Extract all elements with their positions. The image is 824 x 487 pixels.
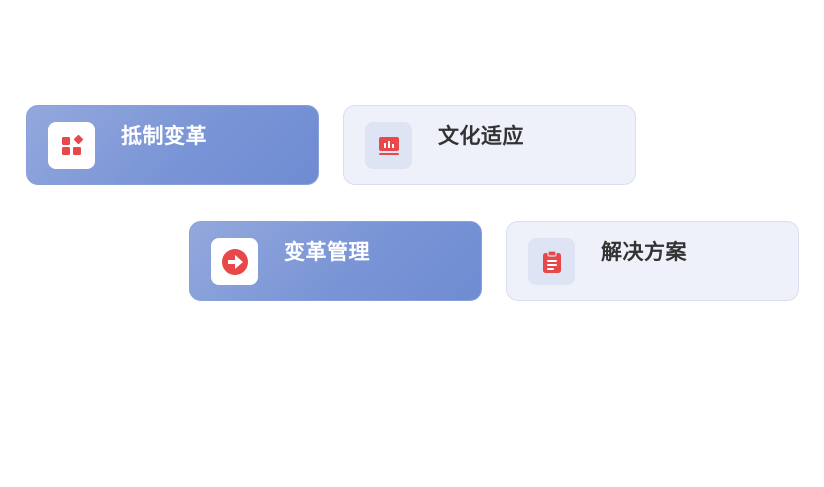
card-cultural-adaptation[interactable]: 文化适应 <box>343 105 636 185</box>
arrow-right-circle-icon <box>221 248 248 275</box>
presentation-chart-icon <box>378 136 399 155</box>
clipboard-icon <box>542 249 561 273</box>
card-label: 抵制变革 <box>121 124 207 148</box>
icon-container <box>211 238 258 285</box>
card-resist-change[interactable]: 抵制变革 <box>26 105 319 185</box>
apps-diamond-icon <box>61 134 83 155</box>
card-label: 变革管理 <box>284 240 370 264</box>
icon-container <box>48 122 95 169</box>
card-change-management[interactable]: 变革管理 <box>189 221 482 301</box>
card-label: 文化适应 <box>438 124 524 148</box>
card-label: 解决方案 <box>601 240 687 264</box>
card-solution[interactable]: 解决方案 <box>506 221 799 301</box>
icon-container <box>528 238 575 285</box>
icon-container <box>365 122 412 169</box>
